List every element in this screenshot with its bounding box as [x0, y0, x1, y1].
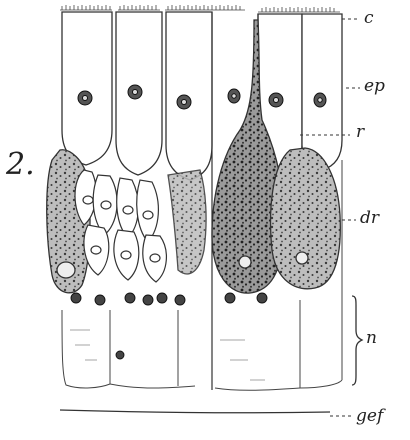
basement-membrane	[60, 410, 330, 413]
gland-cell-center	[168, 170, 206, 274]
gland-cell-right	[271, 148, 341, 289]
label-ep: ep	[364, 78, 385, 95]
ciliated-cell-5	[302, 14, 342, 170]
cilia-border	[60, 5, 340, 12]
ciliated-cell-3	[166, 12, 212, 180]
label-c: c	[364, 10, 374, 27]
label-n: n	[366, 330, 377, 347]
basal-nuclei	[71, 293, 267, 359]
figure-number: 2.	[6, 150, 35, 180]
basal-cells-mid	[75, 170, 166, 282]
n-brace	[352, 296, 362, 385]
label-r: r	[356, 124, 364, 141]
label-gef: gef	[356, 408, 383, 425]
ciliated-cell-1	[62, 12, 112, 165]
label-dr: dr	[360, 210, 379, 227]
